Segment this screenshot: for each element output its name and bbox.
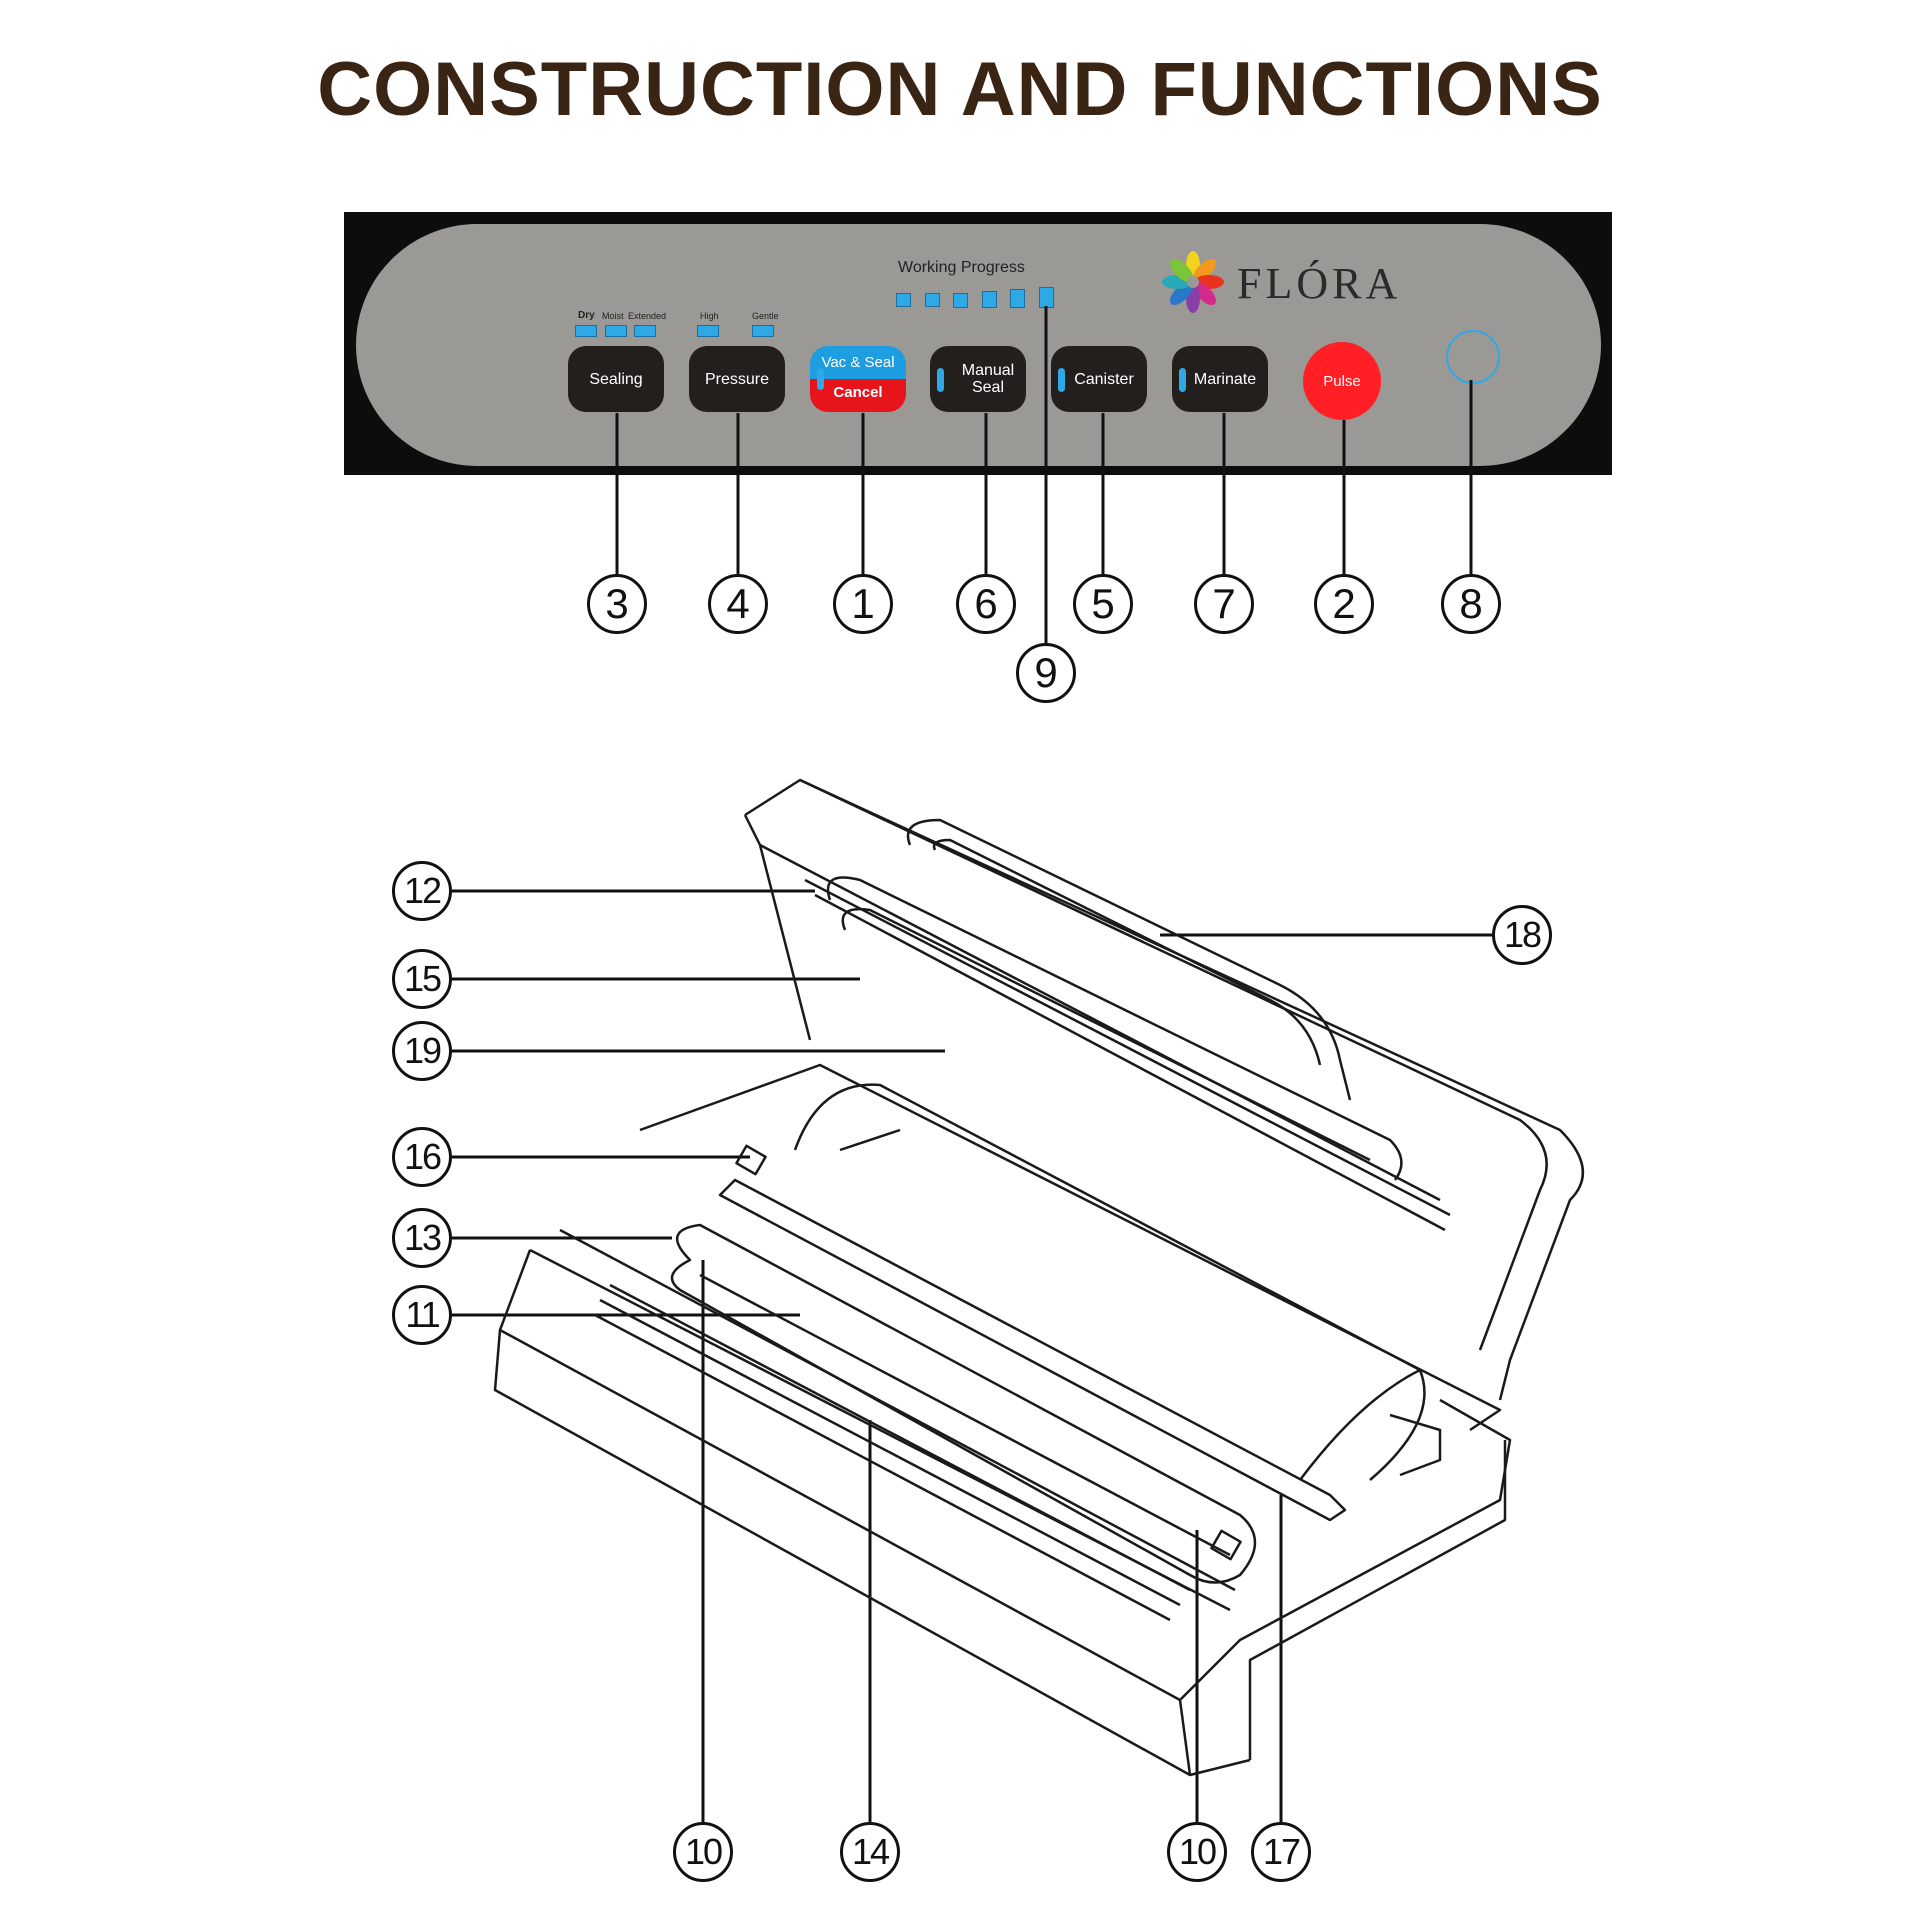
callout-11: 11 bbox=[392, 1285, 452, 1345]
marinate-button-label: Marinate bbox=[1193, 370, 1257, 388]
control-panel bbox=[356, 224, 1601, 466]
touch-sensor-ring bbox=[1446, 330, 1500, 384]
cancel-label: Cancel bbox=[810, 379, 906, 412]
progress-led-4 bbox=[982, 291, 997, 308]
marinate-indicator-light bbox=[1179, 368, 1186, 392]
pressure-button-label: Pressure bbox=[704, 370, 770, 388]
pressure-option-gentle: Gentle bbox=[752, 311, 779, 321]
progress-led-5 bbox=[1010, 289, 1025, 308]
callout-8: 8 bbox=[1441, 574, 1501, 634]
callout-5: 5 bbox=[1073, 574, 1133, 634]
vac-seal-indicator-light bbox=[817, 368, 824, 390]
manual-seal-label-line2: Seal bbox=[971, 379, 1004, 396]
callout-10-right: 10 bbox=[1167, 1822, 1227, 1882]
working-progress-label: Working Progress bbox=[898, 259, 1025, 276]
progress-led-2 bbox=[925, 293, 940, 307]
callout-6: 6 bbox=[956, 574, 1016, 634]
canister-button-label: Canister bbox=[1074, 370, 1134, 388]
vac-seal-cancel-button[interactable]: Vac & Seal Cancel bbox=[810, 346, 906, 412]
callout-14: 14 bbox=[840, 1822, 900, 1882]
callout-19: 19 bbox=[392, 1021, 452, 1081]
sealing-option-moist: Moist bbox=[602, 311, 624, 321]
pulse-button[interactable]: Pulse bbox=[1303, 342, 1381, 420]
callout-9: 9 bbox=[1016, 643, 1076, 703]
callout-12: 12 bbox=[392, 861, 452, 921]
pressure-button[interactable]: Pressure bbox=[689, 346, 785, 412]
progress-led-1 bbox=[896, 293, 911, 307]
vac-seal-label: Vac & Seal bbox=[810, 346, 906, 379]
callout-7: 7 bbox=[1194, 574, 1254, 634]
sealing-option-dry: Dry bbox=[578, 310, 595, 321]
sealing-led-extended bbox=[634, 325, 656, 337]
pressure-led-gentle bbox=[752, 325, 774, 337]
callout-1: 1 bbox=[833, 574, 893, 634]
progress-led-3 bbox=[953, 293, 968, 308]
pulse-button-label: Pulse bbox=[1323, 372, 1361, 390]
pressure-option-high: High bbox=[700, 311, 719, 321]
canister-button[interactable]: Canister bbox=[1051, 346, 1147, 412]
callout-13: 13 bbox=[392, 1208, 452, 1268]
callout-10-left: 10 bbox=[673, 1822, 733, 1882]
brand-name: FLÓRA bbox=[1237, 259, 1402, 308]
page-title: CONSTRUCTION AND FUNCTIONS bbox=[317, 47, 1603, 132]
sealing-led-moist bbox=[605, 325, 627, 337]
flora-flower-logo-icon bbox=[1162, 251, 1224, 313]
manual-seal-label-line1: Manual bbox=[961, 362, 1015, 379]
sealing-button-label: Sealing bbox=[589, 370, 643, 388]
callout-16: 16 bbox=[392, 1127, 452, 1187]
manual-seal-indicator-light bbox=[937, 368, 944, 392]
pressure-led-high bbox=[697, 325, 719, 337]
marinate-button[interactable]: Marinate bbox=[1172, 346, 1268, 412]
canister-indicator-light bbox=[1058, 368, 1065, 392]
callout-15: 15 bbox=[392, 949, 452, 1009]
sealing-option-extended: Extended bbox=[628, 311, 667, 321]
callout-3: 3 bbox=[587, 574, 647, 634]
sealing-led-dry bbox=[575, 325, 597, 337]
sealing-button[interactable]: Sealing bbox=[568, 346, 664, 412]
callout-17: 17 bbox=[1251, 1822, 1311, 1882]
callout-2: 2 bbox=[1314, 574, 1374, 634]
callout-4: 4 bbox=[708, 574, 768, 634]
callout-18: 18 bbox=[1492, 905, 1552, 965]
